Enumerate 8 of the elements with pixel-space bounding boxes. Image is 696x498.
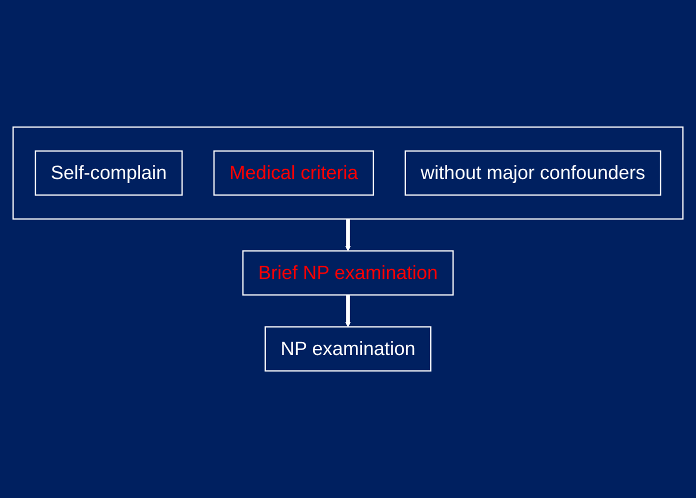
node-box: Self-complain bbox=[34, 150, 183, 196]
arrow bbox=[345, 219, 351, 252]
arrow bbox=[345, 294, 351, 328]
node-box: Brief NP examination bbox=[242, 250, 454, 296]
node-box: NP examination bbox=[264, 326, 432, 372]
node-box: Medical criteria bbox=[213, 150, 374, 196]
node-box: without major confounders bbox=[404, 150, 662, 196]
cluster bbox=[12, 126, 684, 220]
